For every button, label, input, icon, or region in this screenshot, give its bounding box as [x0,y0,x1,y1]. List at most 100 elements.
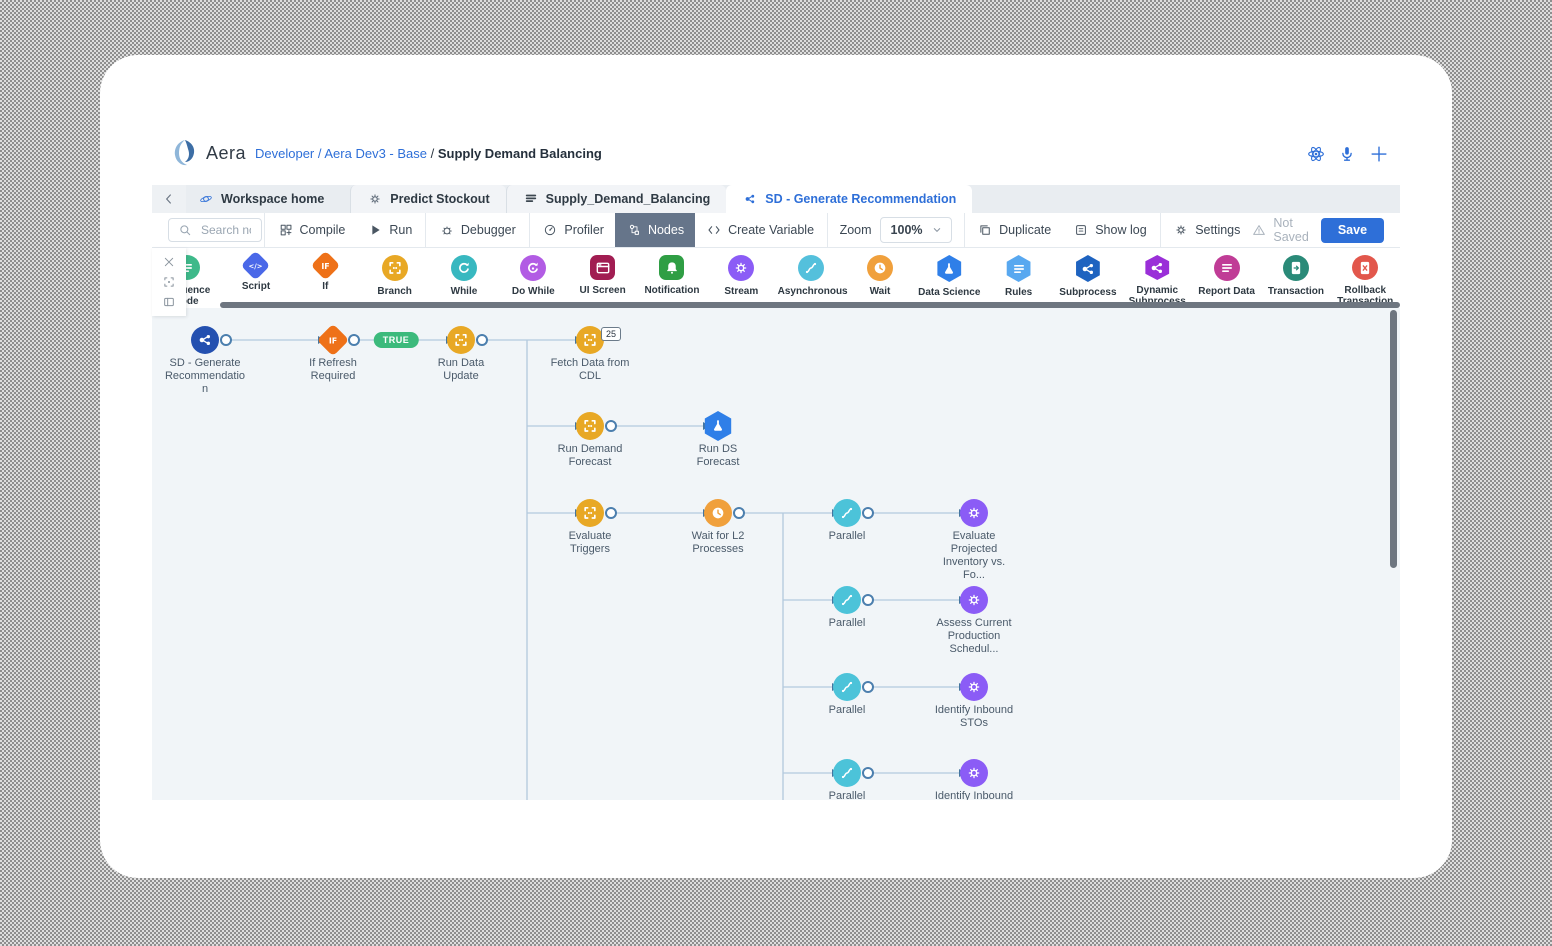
palette-item-label: Stream [724,286,759,297]
palette-item-data-science[interactable]: Data Science [915,248,984,307]
add-icon[interactable] [1368,143,1390,165]
tab-supply-demand-balancing[interactable]: Supply_Demand_Balancing [505,185,727,213]
while-node-icon [450,255,477,281]
compile-icon [278,222,294,238]
output-port[interactable] [220,334,232,346]
compile-button[interactable]: Compile [267,213,357,247]
run-button[interactable]: Run [356,213,423,247]
node-run-ds-forecast-icon [704,411,732,441]
output-port[interactable] [605,507,617,519]
palette-item-label: Subprocess [1059,287,1117,298]
copy-icon [977,222,993,238]
output-port[interactable] [862,507,874,519]
output-port[interactable] [733,507,745,519]
zoom-select[interactable]: 100% [879,217,952,243]
palette-item-subprocess[interactable]: Subprocess [1053,248,1122,307]
svg-text:</>: </> [249,262,263,270]
node-label: Parallel [828,704,866,716]
palette-item-dynamic-subprocess[interactable]: Dynamic Subprocess [1123,248,1192,307]
zoom-label: Zoom [839,223,872,237]
search-node-box[interactable] [168,218,262,242]
svg-text:IF: IF [321,262,329,271]
settings-button[interactable]: Settings [1162,213,1251,247]
node-icon [742,191,758,207]
save-button[interactable]: Save [1320,217,1385,243]
debugger-button[interactable]: Debugger [428,213,527,247]
palette-item-script[interactable]: </>Script [221,248,290,307]
output-port[interactable] [476,334,488,346]
palette-item-asynchronous[interactable]: Asynchronous [776,248,848,307]
palette-item-label: Notification [644,285,700,296]
canvas-vertical-scrollbar[interactable] [1390,310,1397,568]
play-icon [367,222,383,238]
search-node-input[interactable] [199,222,253,238]
data-science-node-icon [937,255,962,282]
output-port[interactable] [605,420,617,432]
node-evaluate-triggers-icon [576,499,604,527]
node-run-demand-forecast-icon [576,412,604,440]
output-port[interactable] [348,334,360,346]
ai-assistant-icon[interactable] [1305,143,1327,165]
log-icon [1073,222,1089,238]
node-label: Identify Inbound [934,790,1014,800]
gear-icon [1173,222,1189,238]
breadcrumb-link[interactable]: Developer / Aera Dev3 - Base [255,146,427,161]
palette-item-do-while[interactable]: Do While [499,248,568,307]
stream-node-icon [728,255,755,281]
do-while-node-icon [520,255,547,281]
output-port[interactable] [862,594,874,606]
breadcrumb: Developer / Aera Dev3 - Base / Supply De… [255,146,602,161]
node-parallel-2-icon [833,586,861,614]
fit-to-screen-icon[interactable] [161,274,177,290]
branch-node-icon [381,255,408,281]
nodes-button[interactable]: Nodes [614,213,696,247]
close-icon[interactable] [161,254,177,270]
transaction-node-icon [1282,255,1309,281]
workspace-home-button[interactable]: Workspace home [186,185,350,213]
palette-item-rollback-transaction[interactable]: Rollback Transaction [1331,248,1400,307]
palette-item-branch[interactable]: Branch [360,248,429,307]
palette-item-label: Do While [511,286,555,297]
script-node-icon: </> [241,250,271,281]
palette-item-while[interactable]: While [429,248,498,307]
output-port[interactable] [862,681,874,693]
tab-sd-generate-recommendation[interactable]: SD - Generate Recommendation [726,185,973,213]
palette-item-notification[interactable]: Notification [637,248,706,307]
palette-horizontal-scrollbar[interactable] [220,302,1400,308]
back-button[interactable] [152,185,186,213]
zoom-control: Zoom 100% [830,217,962,243]
profiler-button[interactable]: Profiler [531,213,615,247]
output-port[interactable] [862,767,874,779]
aera-logo-icon [172,138,198,168]
palette-item-stream[interactable]: Stream [707,248,776,307]
bug-icon [439,222,455,238]
palette-mini-toolbar [152,248,186,316]
palette-item-transaction[interactable]: Transaction [1261,248,1330,307]
list-icon [523,191,539,207]
iteration-count-badge: 25 [601,327,622,341]
tab-predict-stockout[interactable]: Predict Stockout [350,185,506,213]
create-variable-button[interactable]: Create Variable [695,213,825,247]
microphone-icon[interactable] [1336,143,1358,165]
palette-item-rules[interactable]: Rules [984,248,1053,307]
warning-icon [1251,222,1267,238]
duplicate-button[interactable]: Duplicate [966,213,1062,247]
palette-item-report-data[interactable]: Report Data [1192,248,1261,307]
palette-item-wait[interactable]: Wait [845,248,914,307]
svg-text:IF: IF [329,336,337,345]
palette-item-ui-screen[interactable]: UI Screen [568,248,637,307]
tab-label: Supply_Demand_Balancing [545,192,711,206]
palette-item-label: Asynchronous [777,286,848,297]
palette-item-label: Branch [377,286,412,297]
node-evaluate-projected-inventory-icon [960,499,988,527]
palette-item-label: Data Science [918,287,981,298]
show-log-button[interactable]: Show log [1062,213,1157,247]
breadcrumb-separator: / [430,146,435,161]
side-panel-icon[interactable] [161,294,177,310]
